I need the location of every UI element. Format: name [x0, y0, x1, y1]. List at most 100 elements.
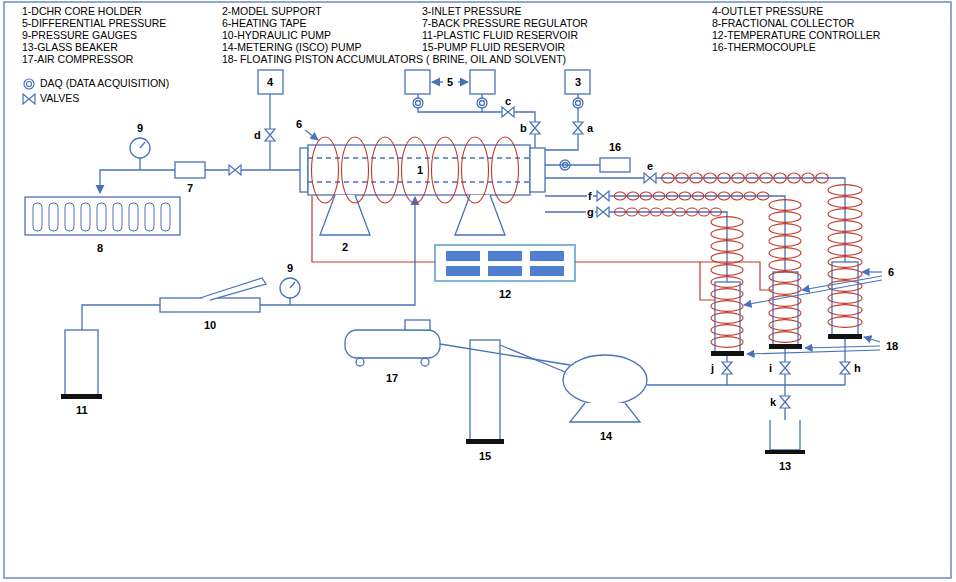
coil-loop [769, 320, 801, 331]
coil-loop [639, 208, 650, 216]
callout-number: 13 [778, 460, 792, 472]
key-entry: 12-TEMPERATURE CONTROLLER [712, 30, 880, 42]
callout-number: 12 [498, 288, 512, 300]
valve-symbol [840, 362, 850, 374]
coil-loop [704, 173, 717, 183]
callout-number: 17 [385, 372, 399, 384]
key-entry: 9-PRESSURE GAUGES [22, 30, 137, 42]
coil-loop [731, 192, 743, 200]
callout-number: 18 [885, 340, 899, 352]
test-tube [33, 203, 42, 231]
callout-number: b [519, 122, 528, 134]
callout-number: j [710, 362, 715, 374]
heater-wires [312, 196, 773, 300]
callout-number: i [768, 362, 773, 374]
coil-loop [802, 173, 815, 183]
callout-number: 8 [96, 242, 104, 254]
coil-loop [769, 224, 801, 235]
coil-loop [711, 229, 743, 240]
legend-symbols [23, 79, 35, 104]
coil-loop [653, 192, 665, 200]
coil-loop [757, 192, 769, 200]
valve-symbol [265, 129, 275, 141]
callout-number: h [853, 362, 862, 374]
callout-number: 7 [186, 182, 194, 194]
key-entry: 15-PUMP FLUID RESERVOIR [422, 42, 565, 54]
coil-loop [769, 200, 801, 211]
test-tube [97, 203, 106, 231]
coil-loop [676, 173, 689, 183]
callout-number: 4 [266, 76, 274, 88]
callout-number: 9 [136, 122, 144, 134]
coil-loop [614, 192, 626, 200]
coil-loop [651, 208, 662, 216]
callout-number: 10 [203, 319, 217, 331]
collector-tubes [33, 203, 170, 231]
coil-loop [372, 137, 399, 203]
callout-number: 6 [295, 118, 303, 130]
test-tube [145, 203, 154, 231]
coil-loop [769, 212, 801, 223]
coil-loop [711, 241, 743, 252]
callout-number: k [769, 396, 777, 408]
coil-loop [699, 208, 710, 216]
coil-loop [732, 173, 745, 183]
callout-number: 9 [286, 262, 294, 274]
callout-number: 11 [75, 404, 89, 416]
key-entry: 14-METERING (ISCO) PUMP [222, 42, 361, 54]
heating-tape [312, 137, 863, 347]
key-entry: 2-MODEL SUPPORT [222, 6, 322, 18]
valve-symbol [780, 362, 790, 374]
coil-loop [769, 248, 801, 259]
key-entry: 6-HEATING TAPE [222, 18, 307, 30]
key-entry: 18- FLOATING PISTON ACCUMULATORS ( BRINE… [222, 54, 566, 66]
coil-loop [828, 197, 862, 208]
test-tube [129, 203, 138, 231]
callout-number: 16 [608, 141, 622, 153]
coil-loop [828, 257, 862, 268]
test-tube [161, 203, 170, 231]
coil-loop [828, 305, 862, 316]
coil-loop [342, 137, 369, 203]
key-entry: 13-GLASS BEAKER [22, 42, 118, 54]
callout-number: e [646, 160, 654, 172]
valve-symbol [780, 396, 790, 408]
valve-symbol [722, 362, 732, 374]
valves [229, 107, 850, 408]
coil-loop [744, 192, 756, 200]
coil-loop [615, 208, 626, 216]
callout-number: d [253, 129, 262, 141]
key-entry: 5-DIFFERENTIAL PRESSURE [22, 18, 166, 30]
coil-loop [711, 265, 743, 276]
coil-loop [774, 173, 787, 183]
key-entry: 10-HYDRAULIC PUMP [222, 30, 331, 42]
key-entry: 3-INLET PRESSURE [422, 6, 522, 18]
coil-loop [492, 137, 519, 203]
coil-loop [718, 192, 730, 200]
coil-loop [675, 208, 686, 216]
coil-loop [828, 209, 862, 220]
key-entry: 1-DCHR CORE HOLDER [22, 6, 142, 18]
key-entry: 8-FRACTIONAL COLLECTOR [712, 18, 854, 30]
valve-symbol [530, 122, 540, 134]
valve-symbol [597, 207, 609, 217]
callout-number: 6 [887, 266, 895, 278]
coil-loop [627, 192, 639, 200]
coil-loop [718, 173, 731, 183]
callout-number: g [586, 206, 595, 218]
valve-symbol [644, 173, 656, 183]
coil-loop [663, 208, 674, 216]
callout-number: 2 [341, 241, 349, 253]
coil-loop [828, 293, 862, 304]
coil-loop [711, 208, 722, 216]
key-entry: 11-PLASTIC FLUID RESERVOIR [422, 30, 578, 42]
coil-loop [711, 325, 743, 336]
coil-loop [828, 221, 862, 232]
coil-loop [711, 277, 743, 288]
coil-loop [828, 185, 862, 196]
coil-loop [769, 260, 801, 271]
coil-loop [769, 308, 801, 319]
coil-loop [705, 192, 717, 200]
coil-loop [828, 233, 862, 244]
key-entry: 17-AIR COMPRESSOR [22, 54, 133, 66]
